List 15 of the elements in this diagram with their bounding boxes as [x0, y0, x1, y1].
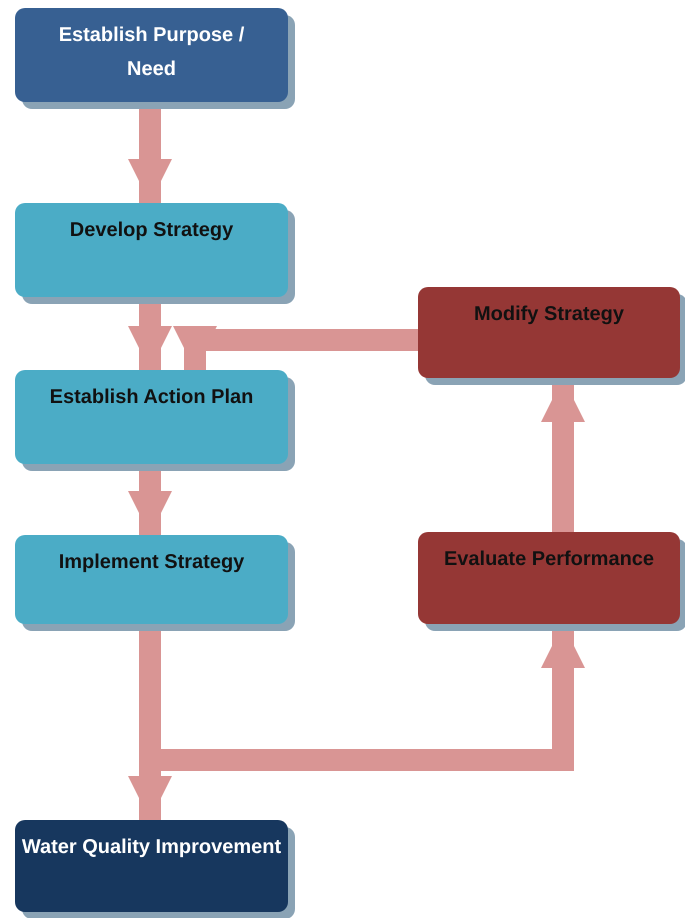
arrow: [173, 326, 418, 370]
step-label: Implement Strategy: [58, 550, 246, 575]
process-box: [15, 820, 288, 912]
process-box: [15, 203, 288, 297]
step-label: Establish Purpose / Need: [58, 23, 246, 82]
process-box: [15, 535, 288, 624]
step-label: Water Quality Improvement: [21, 835, 282, 860]
process-box: [418, 532, 680, 624]
step-label: Establish Action Plan: [48, 385, 254, 410]
process-box: [418, 287, 680, 378]
process-box: [15, 8, 288, 102]
step-label: Modify Strategy: [472, 302, 626, 327]
step-label: Evaluate Performance: [442, 547, 656, 572]
step-label: Develop Strategy: [68, 218, 234, 243]
process-box: [15, 370, 288, 464]
